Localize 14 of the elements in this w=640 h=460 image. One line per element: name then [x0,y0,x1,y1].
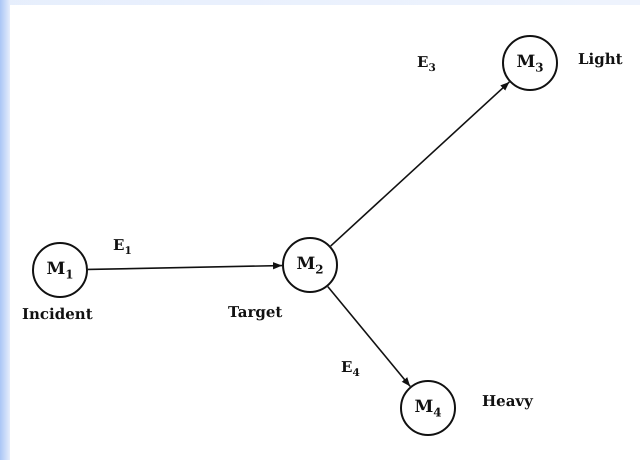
edge-label: E$_{1}$ [112,236,133,257]
node-caption: Heavy [482,392,533,410]
node-label: M$_{4}$ [414,396,442,420]
edge-label: E$_{3}$ [416,53,437,74]
node-label: M$_{2}$ [296,254,324,276]
arrow [88,262,282,270]
node-caption: Light [578,50,623,68]
node-caption: Incident [22,305,93,323]
edge-label: E$_{4}$ [340,358,361,379]
node-label: M$_{1}$ [46,258,74,282]
arrow [330,81,510,247]
node-label: M$_{3}$ [516,52,544,74]
node-caption: Target [228,303,282,321]
arrow [327,286,411,387]
